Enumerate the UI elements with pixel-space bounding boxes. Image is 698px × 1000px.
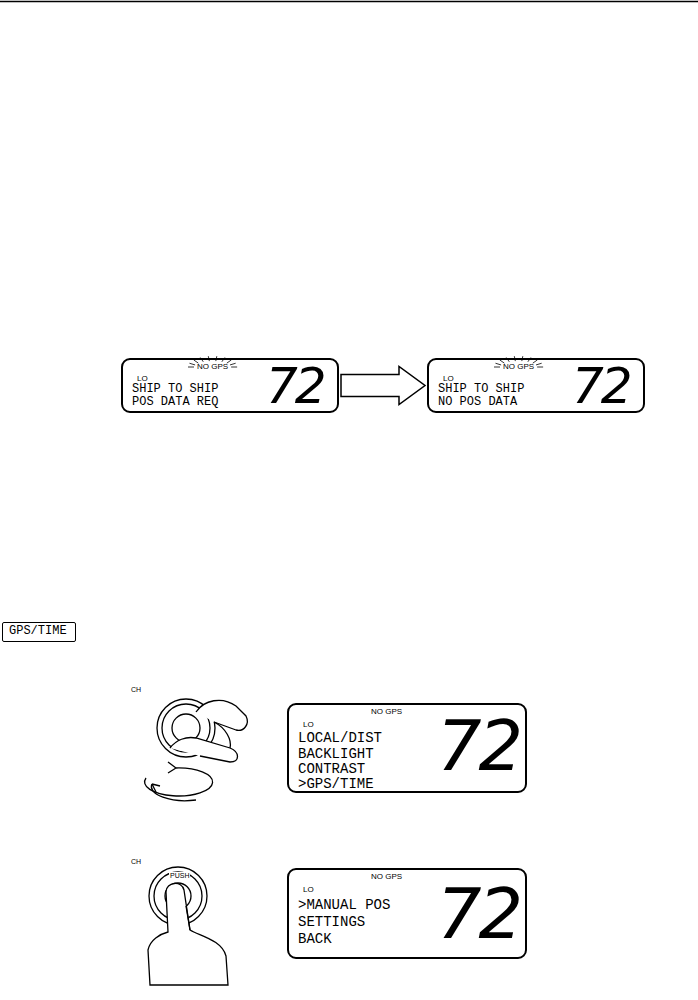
- block-arrow: [341, 367, 425, 405]
- display-text: NO GPS: [371, 873, 402, 881]
- display-text: >GPS/TIME: [298, 777, 374, 791]
- display-text: SETTINGS: [298, 915, 365, 929]
- display-text: NO GPS: [371, 708, 402, 716]
- knob-label: CH: [131, 858, 141, 865]
- display-text: >MANUAL POS: [298, 898, 390, 912]
- button-label: GPS/TIME: [2, 622, 76, 642]
- channel-number: 72: [437, 879, 520, 949]
- channel-number: 72: [266, 361, 324, 411]
- display-text: LOCAL/DIST: [298, 731, 382, 745]
- display-text: LO: [443, 375, 454, 383]
- channel-number: 72: [572, 361, 630, 411]
- channel-number: 72: [437, 711, 520, 781]
- display-text: SHIP TO SHIP: [132, 383, 218, 395]
- lcd-display: NO GPS LO LOCAL/DIST BACKLIGHTCONTRAST>GPS/…: [287, 703, 527, 793]
- header-rule: [0, 1, 698, 3]
- display-text: CONTRAST: [298, 762, 365, 776]
- lcd-display: NO GPS LO >MANUAL POS SETTINGS BACK 72: [287, 868, 527, 959]
- display-text: NO GPS: [503, 363, 534, 371]
- display-text: LO: [137, 375, 148, 383]
- knob-label: PUSH: [169, 872, 190, 879]
- lcd-display: NO GPS LOSHIP TO SHIPPOS DATA REQ 72: [121, 358, 339, 413]
- display-text: LO: [303, 721, 314, 729]
- display-text: POS DATA REQ: [132, 396, 218, 408]
- display-text: LO: [303, 886, 314, 894]
- display-text: BACKLIGHT: [298, 747, 374, 761]
- display-text: NO GPS: [197, 363, 228, 371]
- display-text: NO POS DATA: [438, 396, 517, 408]
- lcd-display: NO GPS LOSHIP TO SHIPNO POS DATA 72: [427, 358, 645, 413]
- display-text: BACK: [298, 932, 332, 946]
- knob-label: CH: [131, 686, 141, 693]
- knob-turn-figure: [145, 699, 248, 801]
- display-text: SHIP TO SHIP: [438, 383, 524, 395]
- display-text: GPS/TIME: [3, 623, 75, 639]
- knob-push-figure: [148, 867, 228, 985]
